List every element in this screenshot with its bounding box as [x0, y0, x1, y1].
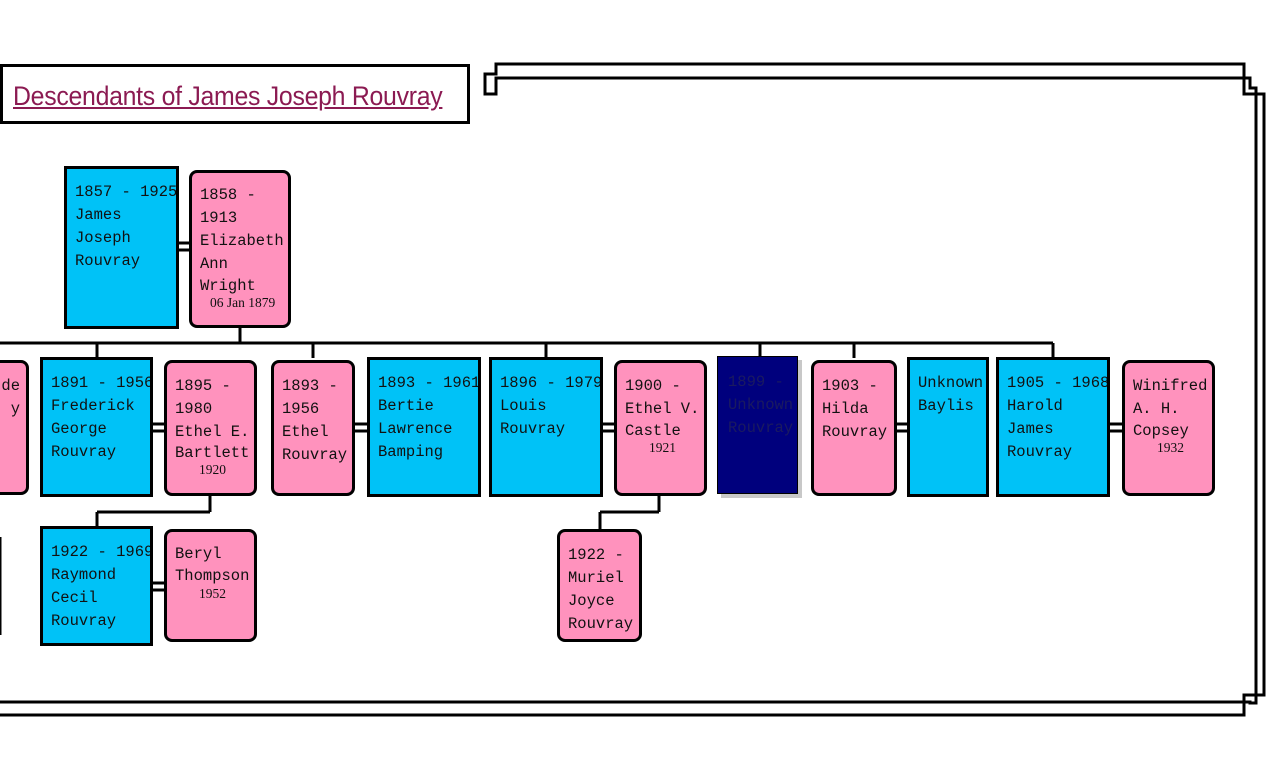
person-line: Muriel — [568, 569, 624, 587]
person-ethel-rouvray[interactable]: 1893 - 1956 Ethel Rouvray — [271, 360, 355, 496]
person-line: Rouvray — [568, 615, 634, 633]
person-line: Winifred — [1133, 377, 1208, 395]
person-line: Elizabeth — [200, 232, 284, 250]
person-elizabeth-ann-wright[interactable]: 1858 - 1913 Elizabeth Ann Wright 06 Jan … — [189, 170, 291, 328]
person-line: Ethel V. — [625, 400, 700, 418]
person-ethel-e-bartlett[interactable]: 1895 - 1980 Ethel E. Bartlett 1920 — [164, 360, 257, 496]
person-unknown-rouvray[interactable]: 1899 - Unknown Rouvray — [717, 356, 798, 494]
person-james-joseph-rouvray[interactable]: 1857 - 1925 James Joseph Rouvray — [64, 166, 179, 329]
person-ethel-v-castle[interactable]: 1900 - Ethel V. Castle 1921 — [614, 360, 707, 496]
person-line: 1896 - 1979 — [500, 374, 603, 392]
person-unknown-baylis[interactable]: Unknown Baylis — [907, 357, 989, 497]
person-line: 1980 — [175, 400, 213, 418]
person-line: Thompson — [175, 567, 250, 585]
person-line: 1900 - — [625, 377, 681, 395]
person-line: 1922 - — [568, 546, 624, 564]
person-raymond-cecil-rouvray[interactable]: 1922 - 1969 Raymond Cecil Rouvray — [40, 526, 153, 646]
person-line: 1857 - 1925 — [75, 183, 178, 201]
person-line: Frederick — [51, 397, 135, 415]
person-line: Hilda — [822, 400, 869, 418]
person-line: Castle — [625, 422, 681, 440]
person-hilda-rouvray[interactable]: 1903 - Hilda Rouvray — [811, 360, 897, 496]
marriage-date: 1952 — [199, 586, 226, 601]
person-line: Raymond — [51, 566, 117, 584]
person-line: Rouvray — [51, 443, 117, 461]
marriage-date: 06 Jan 1879 — [210, 295, 276, 310]
person-line: Cecil — [51, 589, 98, 607]
person-line: 1891 - 1956 — [51, 374, 153, 392]
person-beryl-thompson[interactable]: Beryl Thompson 1952 — [164, 529, 257, 642]
person-line: Joyce — [568, 592, 615, 610]
person-line: 1893 - 1961 — [378, 374, 481, 392]
person-line: Rouvray — [728, 419, 794, 437]
chart-title-box: Descendants of James Joseph Rouvray — [0, 64, 470, 124]
person-line: James — [75, 206, 122, 224]
person-line: Lawrence — [378, 420, 453, 438]
person-line: George — [51, 420, 107, 438]
person-line: Baylis — [918, 397, 974, 415]
person-line: Copsey — [1133, 422, 1189, 440]
person-line: Rouvray — [51, 612, 117, 630]
person-line: 1913 — [200, 209, 238, 227]
person-line: Unknown — [728, 396, 794, 414]
person-line: Bamping — [378, 443, 444, 461]
marriage-date: 1920 — [199, 462, 226, 477]
person-line: Ethel E. — [175, 423, 250, 441]
chart-title: Descendants of James Joseph Rouvray — [13, 81, 443, 111]
person-line: A. H. — [1133, 400, 1180, 418]
person-line: Wright — [200, 277, 256, 295]
person-line: 1858 - — [200, 186, 256, 204]
person-line: Rouvray — [282, 446, 348, 464]
person-line: Rouvray — [822, 423, 888, 441]
person-muriel-joyce-rouvray[interactable]: 1922 - Muriel Joyce Rouvray — [557, 529, 642, 642]
person-line: Ethel — [282, 423, 329, 441]
page-frame — [0, 62, 1266, 717]
person-line: Beryl — [175, 545, 222, 563]
person-louis-rouvray[interactable]: 1896 - 1979 Louis Rouvray — [489, 357, 603, 497]
person-line: 1893 - — [282, 377, 338, 395]
person-line: Bertie — [378, 397, 434, 415]
person-line: 1899 - — [728, 373, 784, 391]
person-line: de — [1, 377, 20, 395]
person-line: 1905 - 1968 — [1007, 374, 1110, 392]
person-line: 1903 - — [822, 377, 878, 395]
person-line: Joseph — [75, 229, 131, 247]
person-line: Rouvray — [500, 420, 566, 438]
marriage-date: 1921 — [649, 440, 676, 455]
person-partial-left[interactable]: de y — [0, 360, 29, 495]
person-line: 1956 — [282, 400, 320, 418]
person-bertie-lawrence-bamping[interactable]: 1893 - 1961 Bertie Lawrence Bamping — [367, 357, 481, 497]
person-line: James — [1007, 420, 1054, 438]
person-harold-james-rouvray[interactable]: 1905 - 1968 Harold James Rouvray — [996, 357, 1110, 497]
person-line: Louis — [500, 397, 547, 415]
person-line: Harold — [1007, 397, 1063, 415]
person-line: y — [10, 400, 20, 418]
person-winifred-a-h-copsey[interactable]: Winifred A. H. Copsey 1932 — [1122, 360, 1215, 496]
person-frederick-george-rouvray[interactable]: 1891 - 1956 Frederick George Rouvray — [40, 357, 153, 497]
person-line: 1895 - — [175, 377, 231, 395]
person-line: Rouvray — [1007, 443, 1073, 461]
person-line: Rouvray — [75, 252, 141, 270]
person-line: Unknown — [918, 374, 984, 392]
marriage-date: 1932 — [1157, 440, 1184, 455]
person-line: Ann — [200, 255, 228, 273]
person-line: 1922 - 1969 — [51, 543, 153, 561]
person-line: Bartlett — [175, 444, 250, 462]
